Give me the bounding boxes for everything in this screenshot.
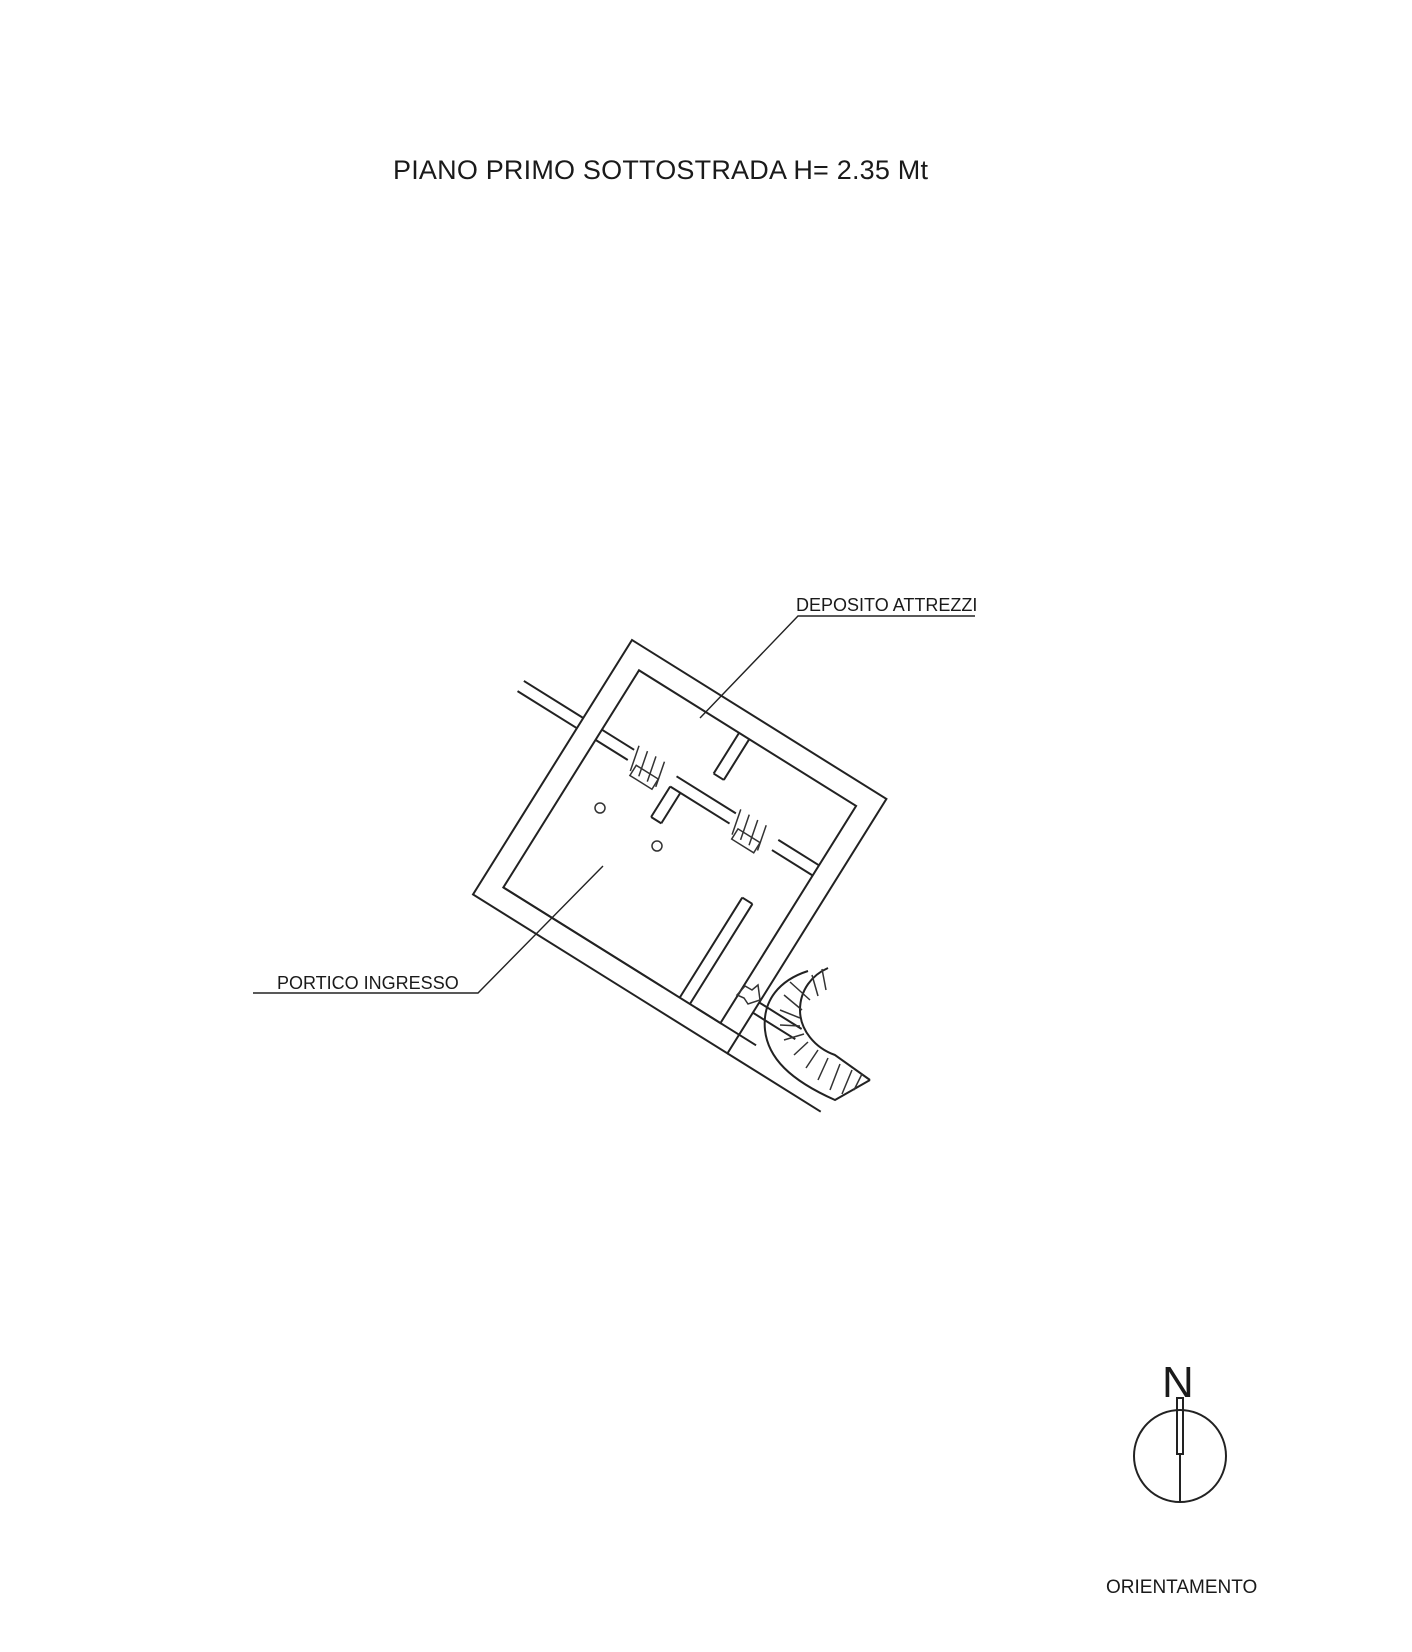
- base-wall-extension: [719, 1022, 822, 1113]
- external-stair: [763, 967, 871, 1102]
- portico-leader: [253, 865, 604, 994]
- room-label-portico-ingresso: PORTICO INGRESSO: [277, 973, 459, 993]
- storage-partition: [595, 728, 820, 877]
- storage-divider: [712, 732, 751, 781]
- inner-wall: [501, 668, 858, 1025]
- north-compass: N: [1133, 1358, 1227, 1503]
- deposito-leader: [699, 615, 975, 719]
- portico-front-wall: [502, 886, 721, 1024]
- compass-needle-icon: [1176, 1397, 1184, 1502]
- plan-title: PIANO PRIMO SOTTOSTRADA H= 2.35 Mt: [393, 155, 928, 185]
- wall-extension-right: [752, 1001, 803, 1041]
- column-2: [651, 840, 663, 852]
- building-plan: [471, 638, 888, 1113]
- compass-caption: ORIENTAMENTO: [1106, 1577, 1257, 1598]
- entrance-arrow-icon: [735, 983, 761, 1005]
- column-1: [594, 802, 606, 814]
- door-jamb-right: [730, 827, 762, 854]
- divider-stub-left: [650, 785, 682, 825]
- door-jamb-left: [628, 764, 660, 791]
- room-label-deposito-attrezzi: DEPOSITO ATTREZZI: [796, 595, 977, 615]
- wall-extension-left: [516, 680, 584, 730]
- door-leaves: [629, 745, 767, 851]
- divider-stub-right: [678, 896, 754, 1005]
